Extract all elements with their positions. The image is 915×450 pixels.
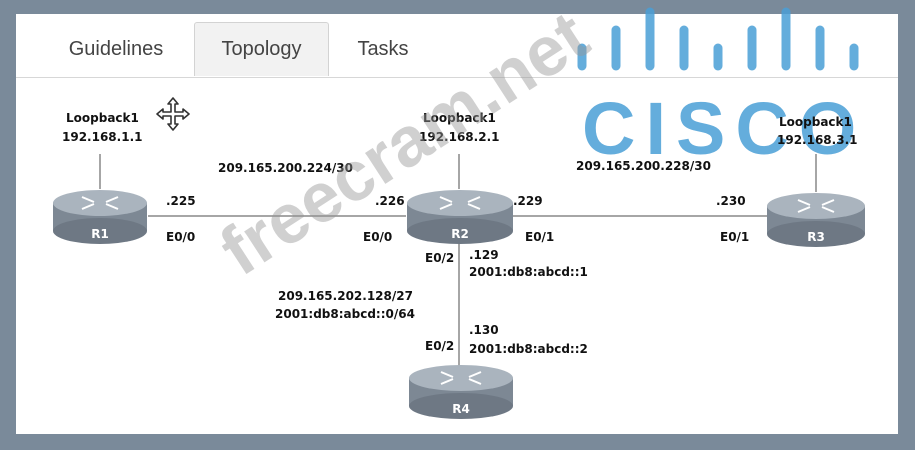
r2-ipv6-address: 2001:db8:abcd::1: [469, 265, 588, 279]
r2-host-address-e02: .129: [469, 248, 499, 262]
r2-interface-e02: E0/2: [425, 251, 455, 265]
router-r4-label: R4: [452, 402, 470, 416]
r3-interface: E0/1: [720, 230, 750, 244]
router-r2-label: R2: [451, 227, 469, 241]
router-r1[interactable]: R1: [52, 189, 148, 245]
topology-links: [99, 154, 817, 366]
r1-interface: E0/0: [166, 230, 196, 244]
tab-bar: Guidelines Topology Tasks: [16, 14, 898, 78]
r1-loopback-ip: 192.168.1.1: [62, 130, 143, 144]
r2-host-address-e01: .229: [513, 194, 543, 208]
move-icon[interactable]: [155, 96, 191, 132]
link-r2-r4-subnet-v6: 2001:db8:abcd::0/64: [275, 307, 415, 321]
r1-loopback-label: Loopback1: [66, 111, 139, 125]
cisco-logo-text: CISCO: [582, 87, 867, 170]
r3-loopback-ip: 192.168.3.1: [777, 133, 858, 147]
cisco-logo-bars: [577, 7, 859, 71]
r1-host-address: .225: [166, 194, 196, 208]
router-r1-label: R1: [91, 227, 109, 241]
r2-loopback-ip: 192.168.2.1: [419, 130, 500, 144]
link-r1-r2-subnet: 209.165.200.224/30: [218, 161, 353, 175]
router-r3[interactable]: R3: [766, 192, 866, 248]
link-r2-r3-subnet: 209.165.200.228/30: [576, 159, 711, 173]
r2-interface-e01: E0/1: [525, 230, 555, 244]
router-r2[interactable]: R2: [406, 189, 514, 245]
topology-panel: Guidelines Topology Tasks CISCO: [16, 0, 898, 434]
r3-host-address: .230: [716, 194, 746, 208]
r4-host-address: .130: [469, 323, 499, 337]
r2-host-address-e00: .226: [375, 194, 405, 208]
r3-loopback-label: Loopback1: [779, 115, 852, 129]
tab-tasks[interactable]: Tasks: [357, 37, 409, 60]
tab-topology[interactable]: Topology: [194, 22, 329, 76]
r4-interface: E0/2: [425, 339, 455, 353]
router-r3-label: R3: [807, 230, 825, 244]
router-r4[interactable]: R4: [408, 364, 514, 420]
tab-guidelines[interactable]: Guidelines: [68, 37, 164, 60]
link-r2-r4-subnet-v4: 209.165.202.128/27: [278, 289, 413, 303]
r2-loopback-label: Loopback1: [423, 111, 496, 125]
r2-interface-e00: E0/0: [363, 230, 393, 244]
r4-ipv6-address: 2001:db8:abcd::2: [469, 342, 588, 356]
